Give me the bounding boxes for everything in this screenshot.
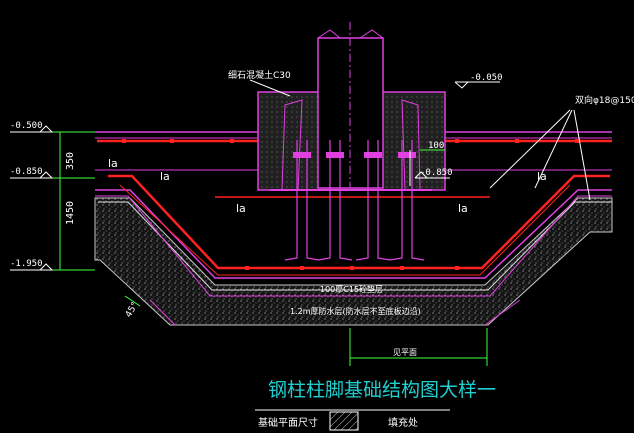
anchor-label-1: la: [108, 157, 118, 170]
foundation-outline: [95, 189, 612, 279]
cushion-layer: [98, 201, 612, 291]
angle-label: 45°: [124, 301, 141, 320]
level-left-3: -1.950: [10, 259, 43, 269]
level-left-2: -0.850: [10, 167, 43, 177]
dim-350: 350: [65, 152, 76, 170]
legend-text-1: 基础平面尺寸: [258, 416, 318, 429]
drawing-title: 钢柱柱脚基础结构图大样一: [268, 379, 496, 401]
width-note: 见平面: [393, 348, 417, 357]
rebar-note: 双向φ18@150: [575, 94, 634, 106]
anchor-label-2: la: [160, 170, 170, 183]
infill-concrete-note: 细石混凝土C30: [228, 69, 291, 81]
legend-hatch-swatch: [329, 411, 359, 431]
level-mid: -0.850: [420, 168, 453, 178]
dim-100: 100: [428, 141, 444, 151]
level-top: -0.050: [470, 73, 503, 83]
legend-text-2: 填充处: [388, 416, 418, 429]
dim-1450: 1450: [65, 201, 76, 225]
waterproof-note: 1.2m厚防水层(防水层不至底板边沿): [290, 306, 421, 316]
anchor-bolts: [284, 140, 425, 261]
level-left-1: -0.500: [10, 121, 43, 131]
anchor-label-5: la: [537, 170, 547, 183]
cushion-note: 100厚C15砼垫层: [320, 284, 383, 294]
gravel-base-layer: [94, 197, 613, 326]
waterproof-line: [95, 195, 612, 297]
anchor-label-3: la: [236, 202, 246, 215]
anchor-label-4: la: [458, 202, 468, 215]
